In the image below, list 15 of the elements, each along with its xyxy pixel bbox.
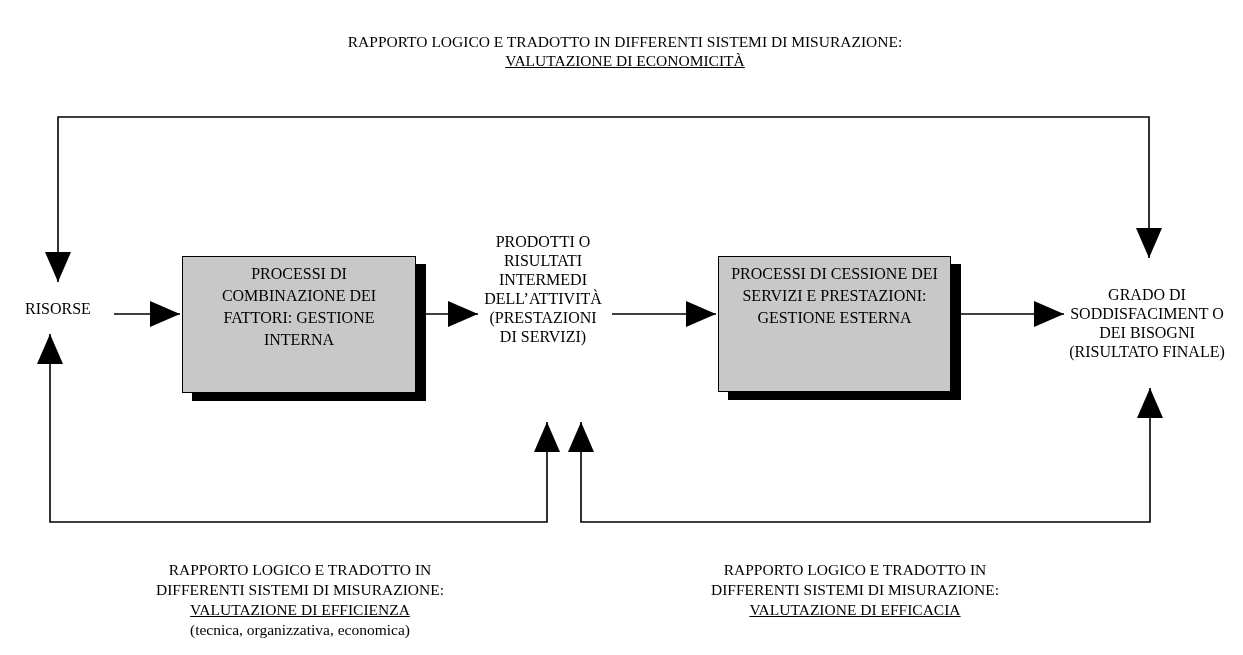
annotation-text: VALUTAZIONE DI ECONOMICITÀ xyxy=(504,51,746,71)
node-text: RISORSE xyxy=(8,282,108,334)
arrow xyxy=(45,116,1162,283)
annotation-text: RAPPORTO LOGICO E TRADOTTO IN DIFFERENTI SISTEMI DI MISURAZIONE: xyxy=(154,560,445,600)
annotation-text: RAPPORTO LOGICO E TRADOTTO IN DIFFERENTI SISTEMI DI MISURAZIONE: xyxy=(346,32,904,52)
annotation-text: RAPPORTO LOGICO E TRADOTTO IN DIFFERENTI SISTEMI DI MISURAZIONE: xyxy=(709,560,1000,600)
annotation-text: VALUTAZIONE DI EFFICACIA xyxy=(748,600,962,620)
node-text: GRADO DI SODDISFACIMENT O DEI BISOGNI (RISULTATO FINALE) xyxy=(1066,258,1228,388)
arrow xyxy=(568,387,1163,523)
arrow xyxy=(113,301,181,327)
node-text: PRODOTTI O RISULTATI INTERMEDI DELL’ATTIVITÀ (PRESTAZIONI DI SERVIZI) xyxy=(480,232,606,422)
annotation-text: (tecnica, organizzativa, economica) xyxy=(188,620,411,640)
arrow xyxy=(37,333,560,523)
annotation-text: VALUTAZIONE DI EFFICIENZA xyxy=(189,600,411,620)
arrow xyxy=(611,301,717,327)
